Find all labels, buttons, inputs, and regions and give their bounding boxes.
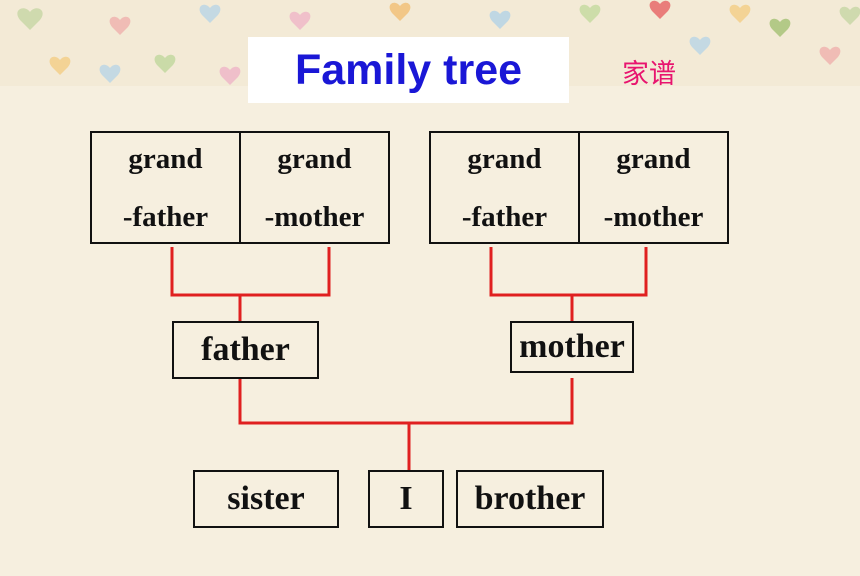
heart-icon <box>289 11 311 30</box>
heart-icon <box>109 16 131 35</box>
heart-icon <box>689 36 711 55</box>
maternal-grandmother: grand -mother <box>578 133 727 242</box>
page-subtitle: 家谱 <box>622 59 676 90</box>
paternal-grandfather: grand -father <box>92 133 239 242</box>
father-box: father <box>172 321 319 379</box>
heart-icon <box>49 56 71 75</box>
grandfather-line2: -father <box>461 200 548 233</box>
sister-box: sister <box>193 470 339 528</box>
heart-icon <box>729 4 751 23</box>
maternal-grandparents: grand -father grand -mother <box>429 131 729 244</box>
grandmother-line1: grand <box>616 142 691 175</box>
maternal-grandfather: grand -father <box>431 133 578 242</box>
grandfather-line1: grand <box>467 142 542 175</box>
grandfather-line1: grand <box>128 142 203 175</box>
grandfather-line2: -father <box>122 200 209 233</box>
brother-box: brother <box>456 470 604 528</box>
heart-icon <box>819 46 841 65</box>
heart-icon <box>389 2 411 21</box>
heart-icon <box>769 18 791 37</box>
me-box: I <box>368 470 444 528</box>
heart-icon <box>649 0 671 19</box>
heart-icon <box>17 8 43 30</box>
page-title: Family tree <box>294 45 523 94</box>
heart-icon <box>154 54 176 73</box>
grandmother-line2: -mother <box>603 200 704 233</box>
maternal-connector <box>489 247 648 322</box>
title-box: Family tree <box>248 37 569 103</box>
heart-icon <box>199 4 221 23</box>
parents-connector <box>238 378 574 471</box>
hearts-pattern <box>17 0 860 85</box>
paternal-grandmother: grand -mother <box>239 133 388 242</box>
heart-icon <box>219 66 241 85</box>
heart-icon <box>839 6 860 25</box>
mother-box: mother <box>510 321 634 373</box>
grandmother-line2: -mother <box>264 200 365 233</box>
paternal-connector <box>170 247 331 322</box>
heart-icon <box>579 4 601 23</box>
heart-icon <box>489 10 511 29</box>
heart-icon <box>99 64 121 83</box>
grandmother-line1: grand <box>277 142 352 175</box>
paternal-grandparents: grand -father grand -mother <box>90 131 390 244</box>
